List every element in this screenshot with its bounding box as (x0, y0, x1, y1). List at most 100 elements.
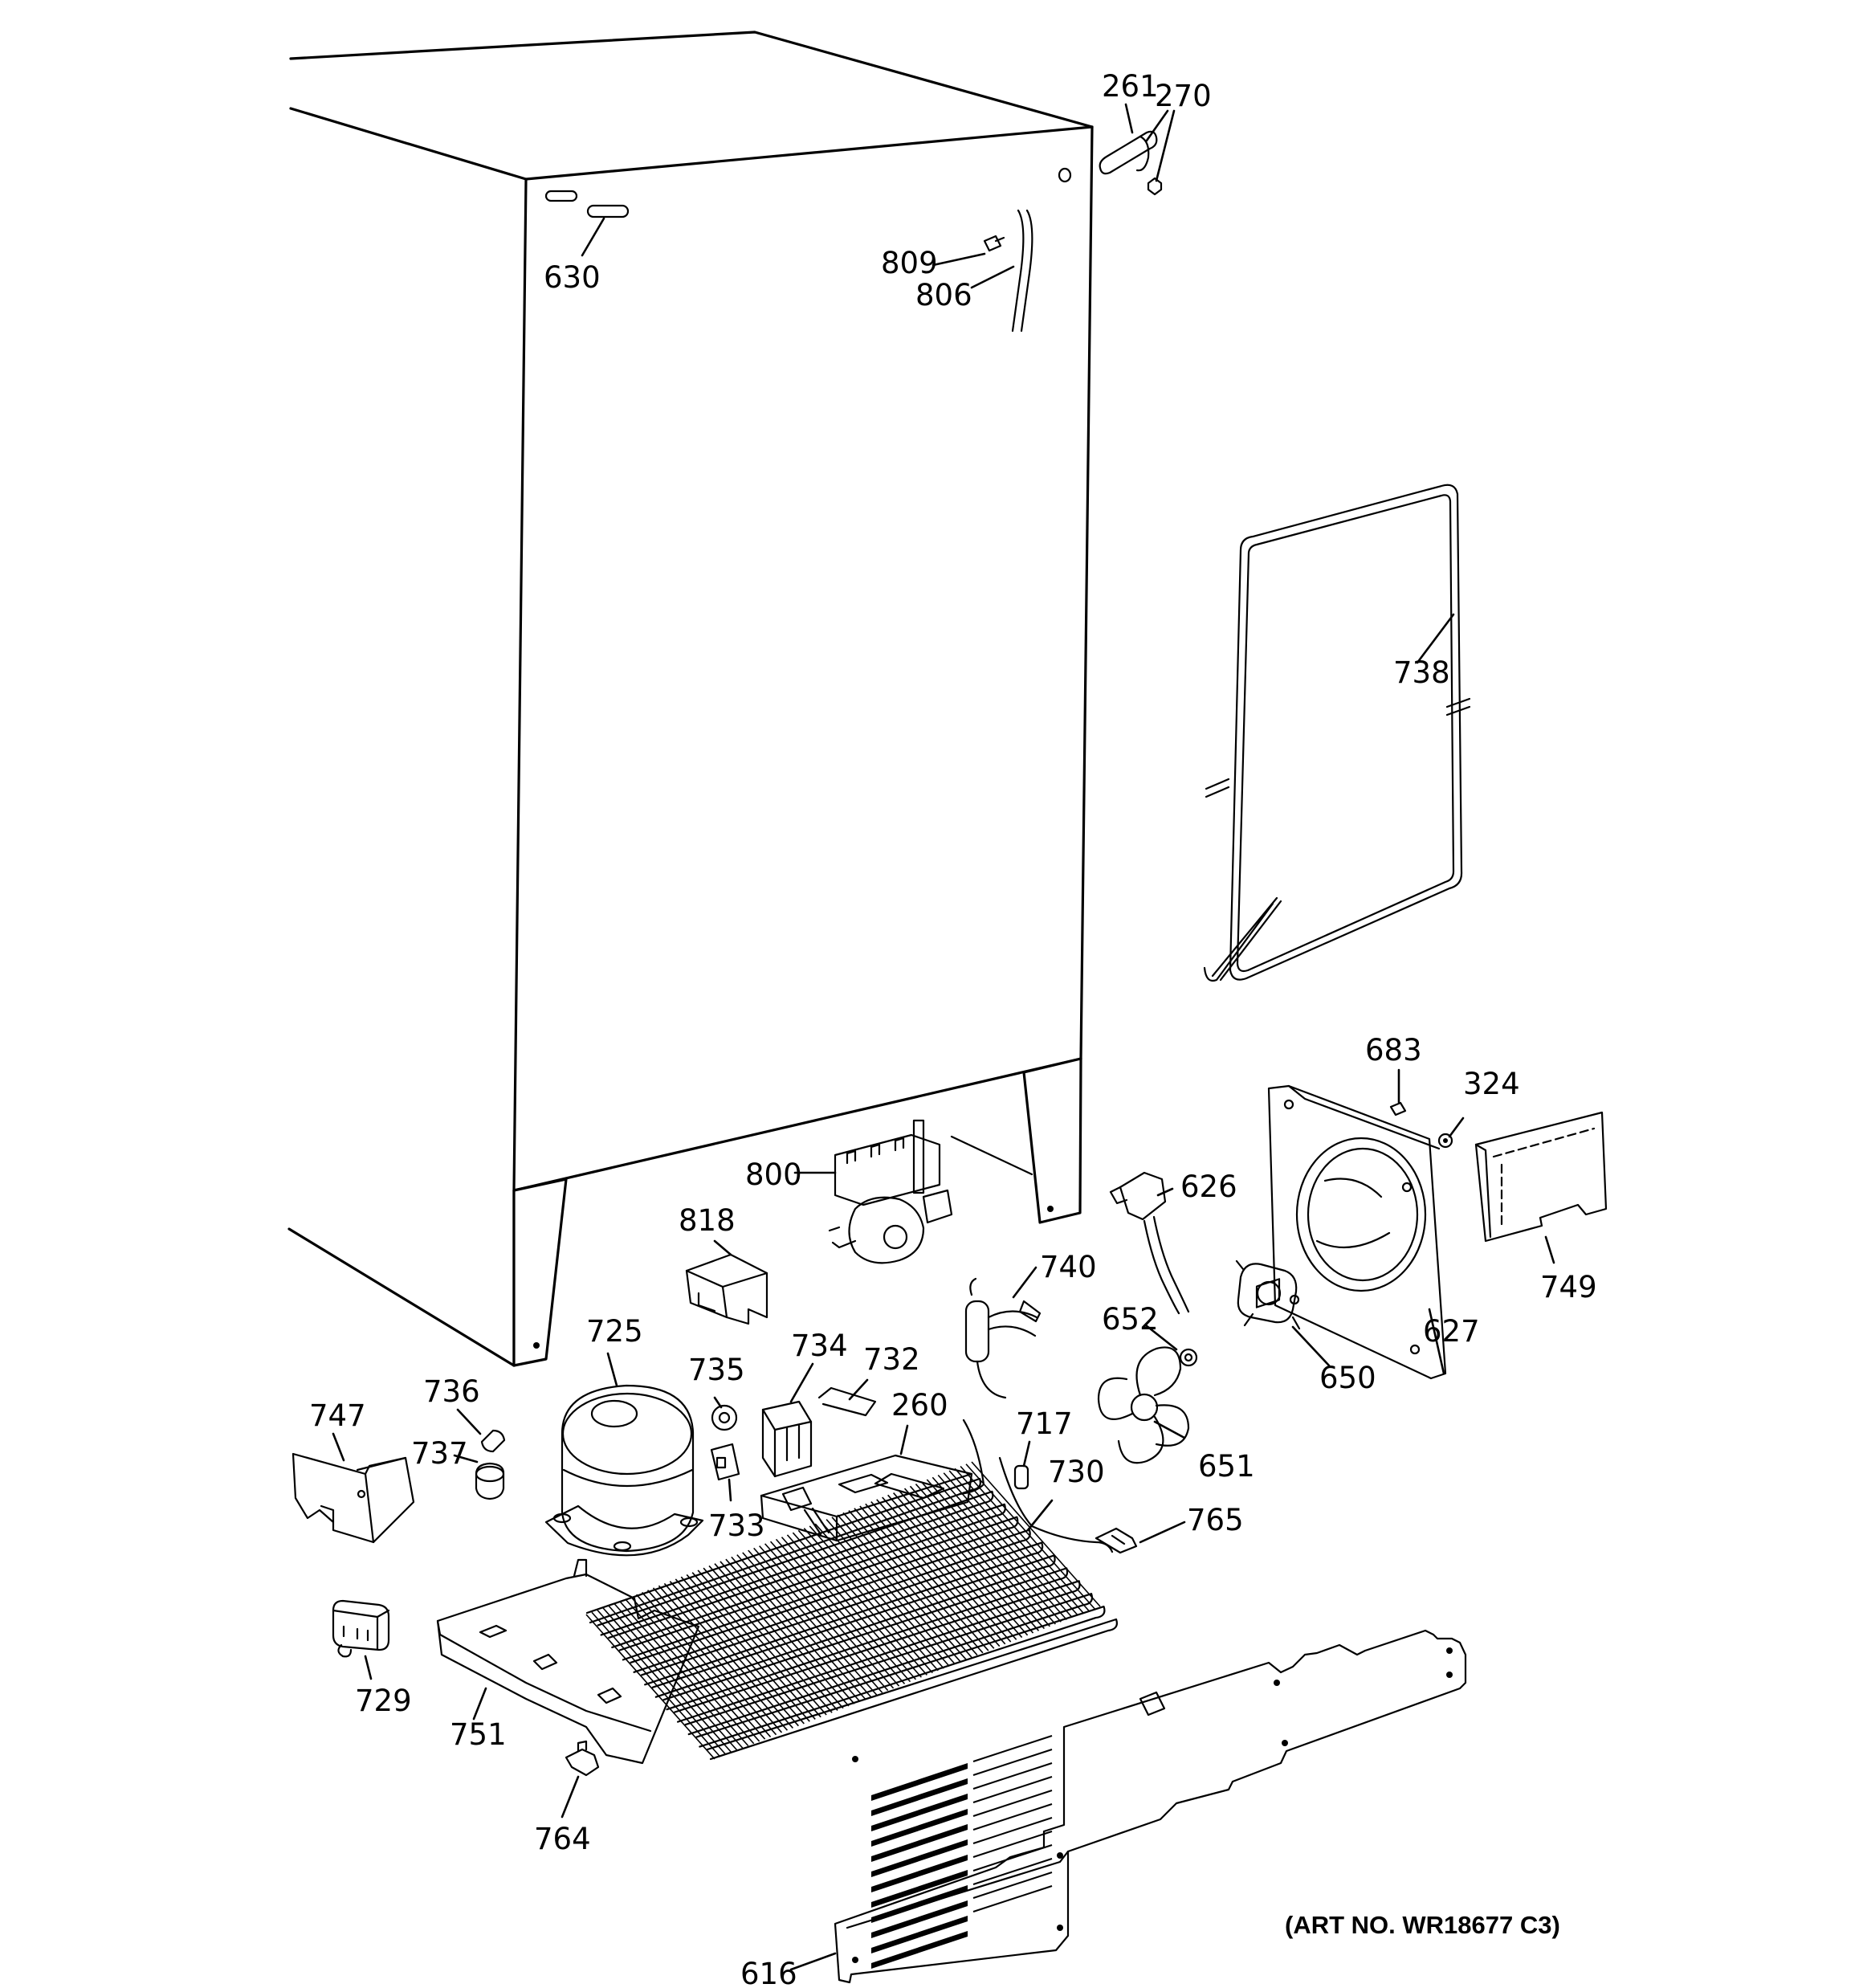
condenser-fin (703, 1567, 833, 1713)
condenser-fin (625, 1598, 755, 1745)
condenser-fin (775, 1538, 906, 1684)
grille-louver (972, 1790, 1053, 1817)
condenser-fin (870, 1501, 1001, 1647)
condenser-fin (736, 1554, 866, 1700)
label-651: 651 (1198, 1449, 1255, 1484)
drain-heater-loop (1203, 484, 1471, 982)
condenser-fin (602, 1607, 732, 1753)
condenser-fin (837, 1514, 967, 1660)
grille-slot (871, 1763, 968, 1801)
condenser-fin (848, 1510, 978, 1656)
screw-683 (1389, 1101, 1407, 1116)
label-725: 725 (586, 1314, 643, 1349)
fuse-717 (1013, 1464, 1029, 1490)
condenser-fin (960, 1465, 1090, 1612)
label-717: 717 (1016, 1406, 1073, 1441)
condenser-tubing (958, 1419, 1114, 1553)
label-818: 818 (679, 1203, 736, 1238)
condenser-fin (591, 1611, 721, 1757)
condenser-fin (797, 1529, 927, 1676)
grille-hole (1057, 1852, 1063, 1859)
grille-louver (972, 1762, 1053, 1790)
defrost-component (964, 1277, 1042, 1399)
grille-slots (871, 1735, 1053, 1969)
condenser-fin (608, 1605, 738, 1751)
label-683: 683 (1365, 1033, 1422, 1067)
grille-slot (871, 1870, 968, 1908)
condenser-fin (809, 1525, 939, 1672)
condenser-fin (731, 1556, 861, 1702)
grille-slot (871, 1778, 968, 1816)
grille-slot (871, 1824, 968, 1862)
leader-lines (332, 103, 1555, 1971)
label-735: 735 (688, 1353, 745, 1387)
condenser-fin (909, 1485, 1040, 1631)
condenser-fin (669, 1581, 799, 1727)
condenser-fin (826, 1519, 956, 1665)
label-324: 324 (1463, 1067, 1520, 1101)
condenser-fin (786, 1534, 917, 1680)
condenser-fin (691, 1572, 821, 1718)
label-732: 732 (863, 1342, 920, 1377)
condenser-fin (814, 1523, 944, 1669)
condenser-fin (725, 1558, 855, 1704)
label-740: 740 (1040, 1250, 1097, 1284)
part-labels: 261 270 630 809 806 738 683 324 800 626 … (309, 69, 1597, 1988)
label-730: 730 (1048, 1455, 1105, 1489)
grille-hole (852, 1957, 858, 1963)
condenser-fin (759, 1545, 889, 1692)
kickplate-grille (834, 1278, 1467, 1984)
condenser-fin (680, 1576, 810, 1722)
grille-slot (871, 1809, 968, 1847)
grille-louver (972, 1844, 1053, 1872)
condenser-fin (954, 1468, 1084, 1614)
condenser-fin (630, 1596, 760, 1742)
tube-and-clip (983, 209, 1033, 333)
clip-765 (1095, 1527, 1138, 1554)
label-800: 800 (745, 1157, 802, 1192)
condenser-fin (937, 1474, 1067, 1621)
label-260: 260 (891, 1388, 948, 1423)
condenser-fin (641, 1591, 772, 1737)
grille-slot (871, 1916, 968, 1953)
condenser-fin (865, 1503, 995, 1649)
condenser-tube-loop (695, 1605, 1106, 1748)
condenser-fin (965, 1463, 1095, 1610)
condenser-fin (764, 1543, 895, 1689)
grille-louver (972, 1885, 1053, 1912)
grille-louver (972, 1858, 1053, 1885)
cabinet-plugs (544, 190, 630, 218)
condenser-fin (781, 1537, 911, 1683)
condenser-fin (926, 1479, 1056, 1625)
condenser-fin (932, 1476, 1062, 1623)
condenser-fin (971, 1461, 1101, 1607)
condenser-fin (714, 1563, 844, 1709)
condenser-fin (854, 1508, 984, 1654)
grille-hole (1282, 1740, 1288, 1746)
bracket-732 (817, 1386, 877, 1417)
condenser-fin (663, 1582, 793, 1729)
condenser-fin (887, 1494, 1017, 1640)
condenser-fin (831, 1517, 961, 1663)
label-733: 733 (708, 1508, 765, 1543)
terminal-cover (291, 1452, 415, 1544)
condenser-fin (636, 1594, 766, 1740)
label-627: 627 (1423, 1314, 1480, 1349)
condenser-fin (708, 1565, 838, 1711)
condenser-fin (686, 1574, 816, 1720)
condenser-fin (720, 1561, 850, 1707)
condenser-fin (948, 1470, 1078, 1616)
refrigerator-cabinet (287, 31, 1163, 1367)
condenser-fin (614, 1602, 744, 1749)
grille-slot (871, 1839, 968, 1877)
condenser-fin (742, 1552, 872, 1698)
grille-slot (871, 1931, 968, 1969)
grille-louver (972, 1872, 1053, 1899)
condenser-fin (915, 1484, 1046, 1630)
label-270: 270 (1155, 79, 1212, 113)
grille-holes (852, 1647, 1453, 1963)
label-738: 738 (1393, 655, 1450, 690)
label-764: 764 (534, 1822, 591, 1856)
condenser-fin (675, 1578, 805, 1725)
